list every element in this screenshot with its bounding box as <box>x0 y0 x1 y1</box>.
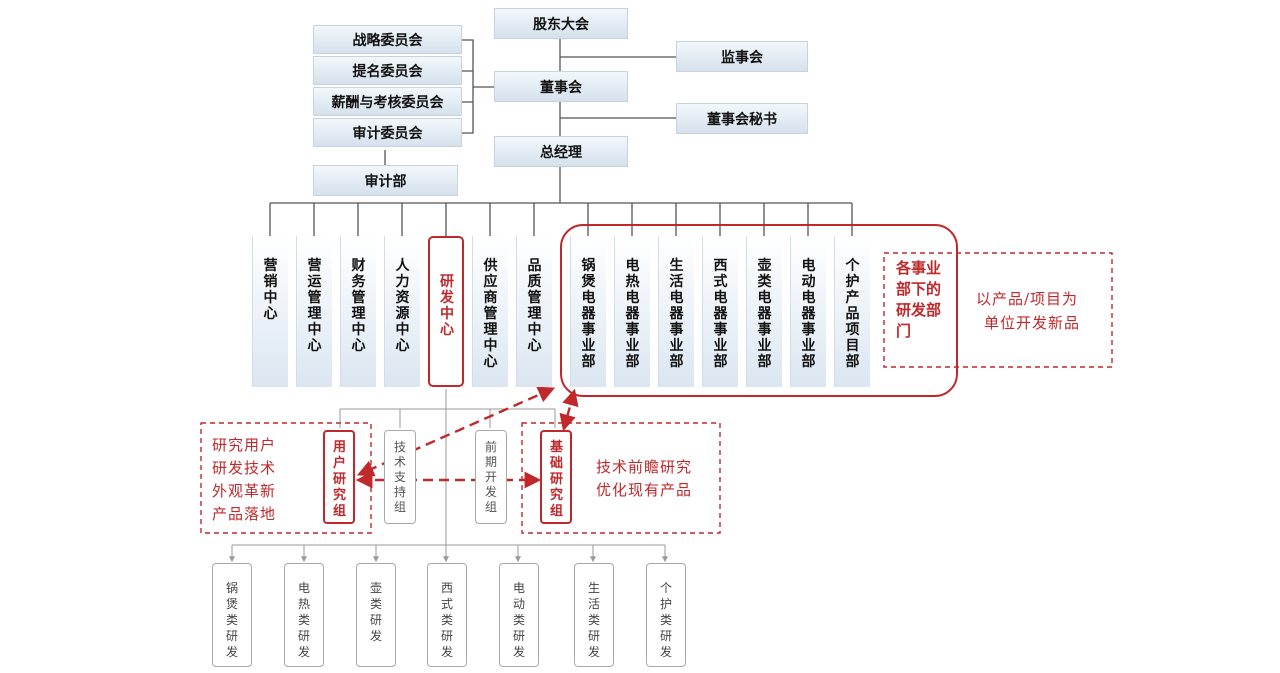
bu-kettle: 壶类电器事业部 <box>746 236 782 387</box>
dev-team-living: 生活类研发 <box>574 563 614 667</box>
bu-note-line2: 单位开发新品 <box>984 314 1081 332</box>
dev-team-electric-heating: 电热类研发 <box>284 563 324 667</box>
basic-note-2: 优化现有产品 <box>596 481 693 499</box>
bu-motor: 电动电器事业部 <box>790 236 826 387</box>
dev-team-personal-care: 个护类研发 <box>646 563 686 667</box>
bu-note-line1: 以产品/项目为 <box>976 290 1079 308</box>
user-note-1: 研究用户 <box>212 436 277 454</box>
bu-living: 生活电器事业部 <box>658 236 694 387</box>
center-rd: 研发中心 <box>428 236 464 387</box>
committee-strategy: 战略委员会 <box>313 25 462 54</box>
rd-arrows-gray <box>229 545 668 563</box>
pre-development-group: 前期开发组 <box>475 430 507 524</box>
business-unit-outline <box>560 224 958 397</box>
board-of-directors-box: 董事会 <box>494 71 628 102</box>
bu-rd-label: 各事业部下的研发部门 <box>896 259 942 340</box>
audit-department-box: 审计部 <box>313 165 458 196</box>
board-secretary-box: 董事会秘书 <box>676 103 808 134</box>
bu-rice-cooker: 锅煲电器事业部 <box>570 236 606 387</box>
committee-compensation: 薪酬与考核委员会 <box>313 87 462 116</box>
committee-nomination: 提名委员会 <box>313 56 462 85</box>
center-marketing: 营销中心 <box>252 236 288 387</box>
shareholders-meeting-box: 股东大会 <box>494 8 628 39</box>
top-hierarchy-lines <box>269 39 853 236</box>
center-finance: 财务管理中心 <box>340 236 376 387</box>
dev-team-motor: 电动类研发 <box>499 563 539 667</box>
center-hr: 人力资源中心 <box>384 236 420 387</box>
basic-note-1: 技术前瞻研究 <box>596 458 693 476</box>
user-note-4: 产品落地 <box>212 505 277 523</box>
bu-personal-care: 个护产品项目部 <box>834 236 870 387</box>
dev-team-western: 西式类研发 <box>427 563 467 667</box>
user-note-2: 研发技术 <box>212 459 277 477</box>
bu-electric-heating: 电热电器事业部 <box>614 236 650 387</box>
general-manager-box: 总经理 <box>494 136 628 167</box>
bu-western: 西式电器事业部 <box>702 236 738 387</box>
red-dashed-arrows <box>355 386 579 489</box>
center-supplier: 供应商管理中心 <box>472 236 508 387</box>
user-research-group: 用户研究组 <box>323 430 355 524</box>
basic-research-group: 基础研究组 <box>540 430 572 524</box>
dev-team-rice-cooker: 锅煲类研发 <box>212 563 252 667</box>
committee-audit: 审计委员会 <box>313 118 462 147</box>
tech-support-group: 技术支持组 <box>384 430 416 524</box>
user-note-3: 外观革新 <box>212 482 277 500</box>
center-operations: 营运管理中心 <box>296 236 332 387</box>
dev-team-kettle: 壶类研发 <box>356 563 396 667</box>
center-quality: 品质管理中心 <box>516 236 552 387</box>
supervisory-board-box: 监事会 <box>676 41 808 72</box>
